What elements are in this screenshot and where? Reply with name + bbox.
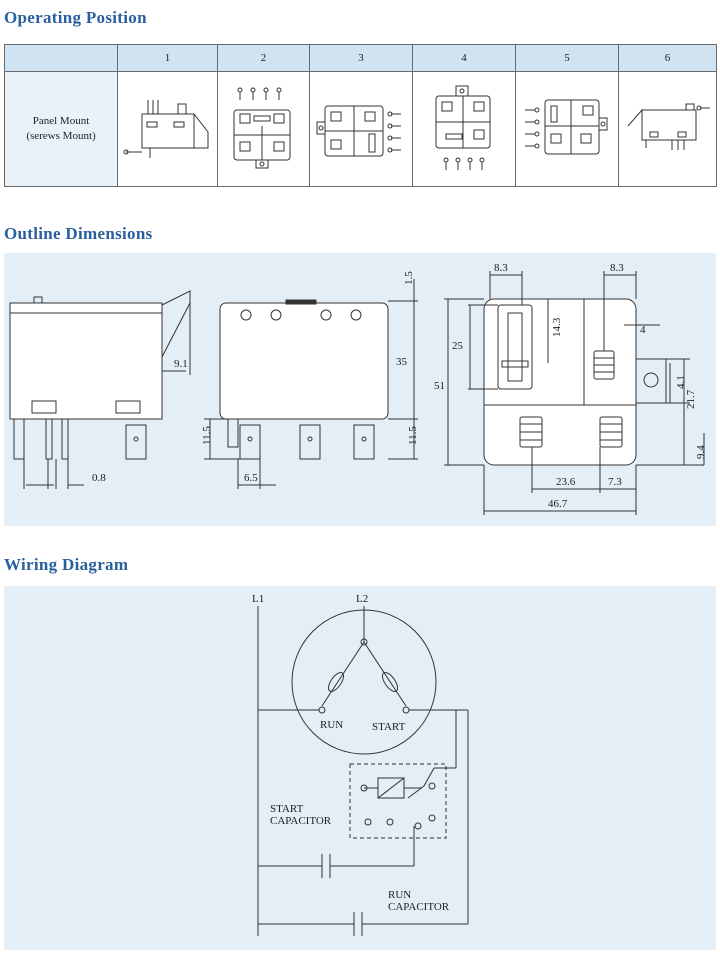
motor-circle <box>291 609 437 755</box>
run-winding-coil <box>327 672 345 692</box>
dim-label-7-3: 7.3 <box>608 476 622 488</box>
relay-top-view-screws-top <box>233 87 290 168</box>
wiring-diagram-panel: L1 L2 RUN START START CAPACITOR RUN CAPA… <box>4 586 716 950</box>
label-start-capacitor-line2: CAPACITOR <box>270 815 332 827</box>
operating-position-table: 1 2 3 4 5 6 Panel Mount (serews Mount) <box>4 44 717 187</box>
dim-label-8-3-left: 8.3 <box>494 262 508 274</box>
relay-top-view-screws-right <box>316 105 401 156</box>
dim-label-21-7: 21.7 <box>685 389 697 409</box>
front-view-outline <box>204 279 418 489</box>
column-header-5: 5 <box>515 44 619 72</box>
outline-dimensions-drawing: 9.1 0.8 1.5 35 11.5 11.5 6.5 8.3 8.3 25 … <box>9 262 707 515</box>
dim-label-51: 51 <box>434 380 445 392</box>
position-drawing-1 <box>117 71 218 187</box>
start-winding-coil <box>381 672 399 692</box>
relay-side-view-drawing <box>123 99 208 158</box>
column-header-1: 1 <box>117 44 218 72</box>
dim-label-14-3: 14.3 <box>551 317 563 337</box>
bottom-view-outline <box>444 271 705 515</box>
dim-label-46-7: 46.7 <box>548 498 568 510</box>
label-run-capacitor-line1: RUN <box>388 889 411 901</box>
dim-label-0-8: 0.8 <box>92 472 106 484</box>
row-label-panel-mount: Panel Mount (serews Mount) <box>4 71 118 187</box>
table-corner <box>4 44 118 72</box>
section-title-outline-dimensions: Outline Dimensions <box>4 224 153 243</box>
row-label-line2: (serews Mount) <box>26 130 96 142</box>
dim-label-11-5-right: 11.5 <box>407 426 419 445</box>
wiring-diagram-drawing: L1 L2 RUN START START CAPACITOR RUN CAPA… <box>252 593 469 936</box>
column-header-3: 3 <box>309 44 413 72</box>
label-start-capacitor-line1: START <box>270 803 304 815</box>
dim-label-9-4: 9.4 <box>695 445 707 459</box>
section-title-operating-position: Operating Position <box>4 8 147 27</box>
label-l2: L2 <box>356 593 368 605</box>
side-view-outline <box>9 290 191 489</box>
dim-label-6-5: 6.5 <box>244 472 258 484</box>
label-l1: L1 <box>252 593 264 605</box>
dim-label-25: 25 <box>452 340 464 352</box>
dim-label-1-5: 1.5 <box>403 271 415 285</box>
label-run: RUN <box>320 719 343 731</box>
dim-label-8-3-right: 8.3 <box>610 262 624 274</box>
label-start: START <box>372 721 406 733</box>
section-title-wiring-diagram: Wiring Diagram <box>4 555 129 574</box>
dim-label-11-5-left: 11.5 <box>201 426 213 445</box>
relay-side-view-inverted <box>627 103 710 150</box>
dim-label-9-1: 9.1 <box>174 358 188 370</box>
dim-label-4: 4 <box>640 324 646 336</box>
dim-label-23-6: 23.6 <box>556 476 576 488</box>
relay-top-view-screws-bottom <box>435 85 491 170</box>
dim-label-4-1: 4.1 <box>675 375 687 389</box>
relay-top-view-screws-left <box>525 99 608 154</box>
column-header-2: 2 <box>217 44 310 72</box>
position-drawing-2 <box>217 71 310 187</box>
label-run-capacitor-line2: CAPACITOR <box>388 901 450 913</box>
column-header-6: 6 <box>618 44 717 72</box>
outline-dimensions-panel: 9.1 0.8 1.5 35 11.5 11.5 6.5 8.3 8.3 25 … <box>4 253 716 526</box>
position-drawing-5 <box>515 71 619 187</box>
position-drawing-6 <box>618 71 717 187</box>
dim-label-35: 35 <box>396 356 408 368</box>
column-header-4: 4 <box>412 44 516 72</box>
position-drawing-3 <box>309 71 413 187</box>
row-label-line1: Panel Mount <box>32 115 90 127</box>
relay-dashed-box <box>349 763 447 839</box>
position-drawing-4 <box>412 71 516 187</box>
